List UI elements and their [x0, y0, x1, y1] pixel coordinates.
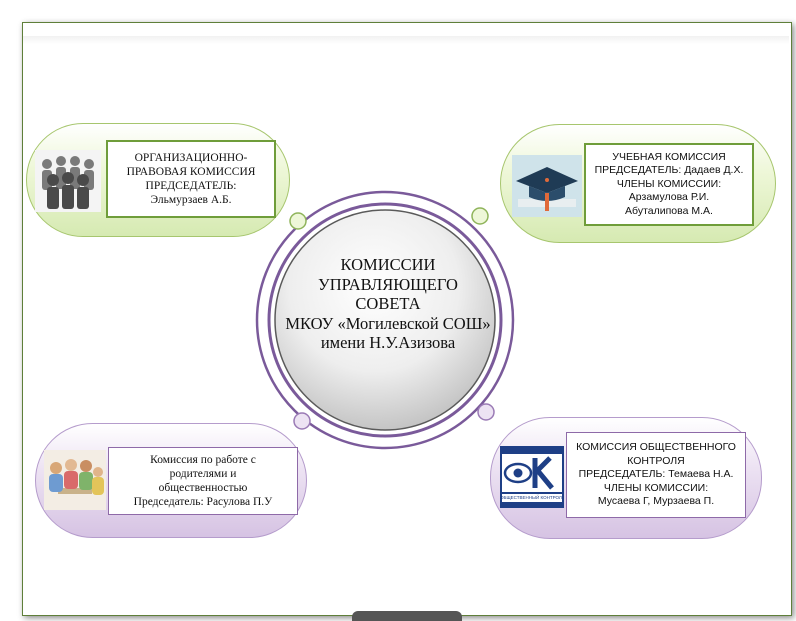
- connector-dot-bottom-right: [477, 403, 495, 421]
- node-text-line: Мусаева Г, Мурзаева П.: [597, 495, 715, 508]
- node-text-line: Эльмурзаев А.Б.: [150, 194, 232, 206]
- node-text-line: УЧЕБНАЯ КОМИССИЯ: [612, 150, 726, 163]
- node-text-line: общественностью: [158, 482, 248, 494]
- node-text-line: КОНТРОЛЯ: [627, 454, 685, 467]
- connector-dot-top-right: [471, 207, 489, 225]
- connector-dot-bottom-left: [293, 412, 311, 430]
- node-text-line: ПРЕДСЕДАТЕЛЬ: Темаева Н.А.: [578, 468, 734, 481]
- node-text-line: Комиссия по работе с: [150, 454, 256, 466]
- node-text-line: Арзамулова Р.И.: [628, 191, 710, 204]
- graduation-cap-icon: [512, 155, 582, 217]
- connector-dot-top-left: [289, 212, 307, 230]
- meeting-people-icon: [44, 450, 106, 510]
- node-text-line: ПРЕДСЕДАТЕЛЬ: Дадаев Д.Х.: [594, 164, 744, 177]
- node-bottom-left-textbox: Комиссия по работе с родителями и общест…: [108, 447, 298, 515]
- center-title: КОМИССИИ УПРАВЛЯЮЩЕГО СОВЕТА МКОУ «Могил…: [277, 255, 499, 353]
- slide-bottom-tab: [352, 611, 462, 621]
- logo-caption: ОБЩЕСТВЕННЫЙ КОНТРОЛЬ: [500, 495, 564, 500]
- node-text-line: Абуталипова М.А.: [625, 204, 713, 217]
- node-text-line: ОРГАНИЗАЦИОННО-: [134, 152, 248, 164]
- center-title-line: УПРАВЛЯЮЩЕГО: [318, 274, 458, 294]
- center-title-line: КОМИССИИ: [340, 255, 436, 274]
- node-text-line: КОМИССИЯ ОБЩЕСТВЕННОГО: [576, 441, 736, 454]
- node-top-right-textbox: УЧЕБНАЯ КОМИССИЯ ПРЕДСЕДАТЕЛЬ: Дадаев Д.…: [584, 143, 754, 226]
- node-text-line: Председатель: Расулова П.У: [133, 496, 273, 508]
- public-control-logo: ОБЩЕСТВЕННЫЙ КОНТРОЛЬ: [500, 446, 564, 508]
- node-text-line: ЧЛЕНЫ КОМИССИИ:: [603, 481, 709, 494]
- center-title-line: МКОУ «Могилевской СОШ»: [285, 313, 491, 333]
- people-group-icon: [35, 150, 101, 212]
- center-disc: [274, 209, 496, 431]
- middle-ring: [267, 202, 503, 438]
- node-top-left-textbox: ОРГАНИЗАЦИОННО- ПРАВОВАЯ КОМИССИЯ ПРЕДСЕ…: [106, 140, 276, 218]
- node-text-line: ПРЕДСЕДАТЕЛЬ:: [145, 180, 237, 192]
- outer-ring: [255, 190, 515, 450]
- node-bottom-right-textbox: КОМИССИЯ ОБЩЕСТВЕННОГО КОНТРОЛЯ ПРЕДСЕДА…: [566, 432, 746, 518]
- node-text-line: ЧЛЕНЫ КОМИССИИ:: [616, 177, 722, 190]
- center-title-line: имени Н.У.Азизова: [320, 333, 456, 352]
- center-title-line: СОВЕТА: [355, 294, 421, 313]
- node-text-line: родителями и: [169, 468, 237, 480]
- slide-top-band: [23, 36, 789, 44]
- node-text-line: ПРАВОВАЯ КОМИССИЯ: [126, 166, 256, 178]
